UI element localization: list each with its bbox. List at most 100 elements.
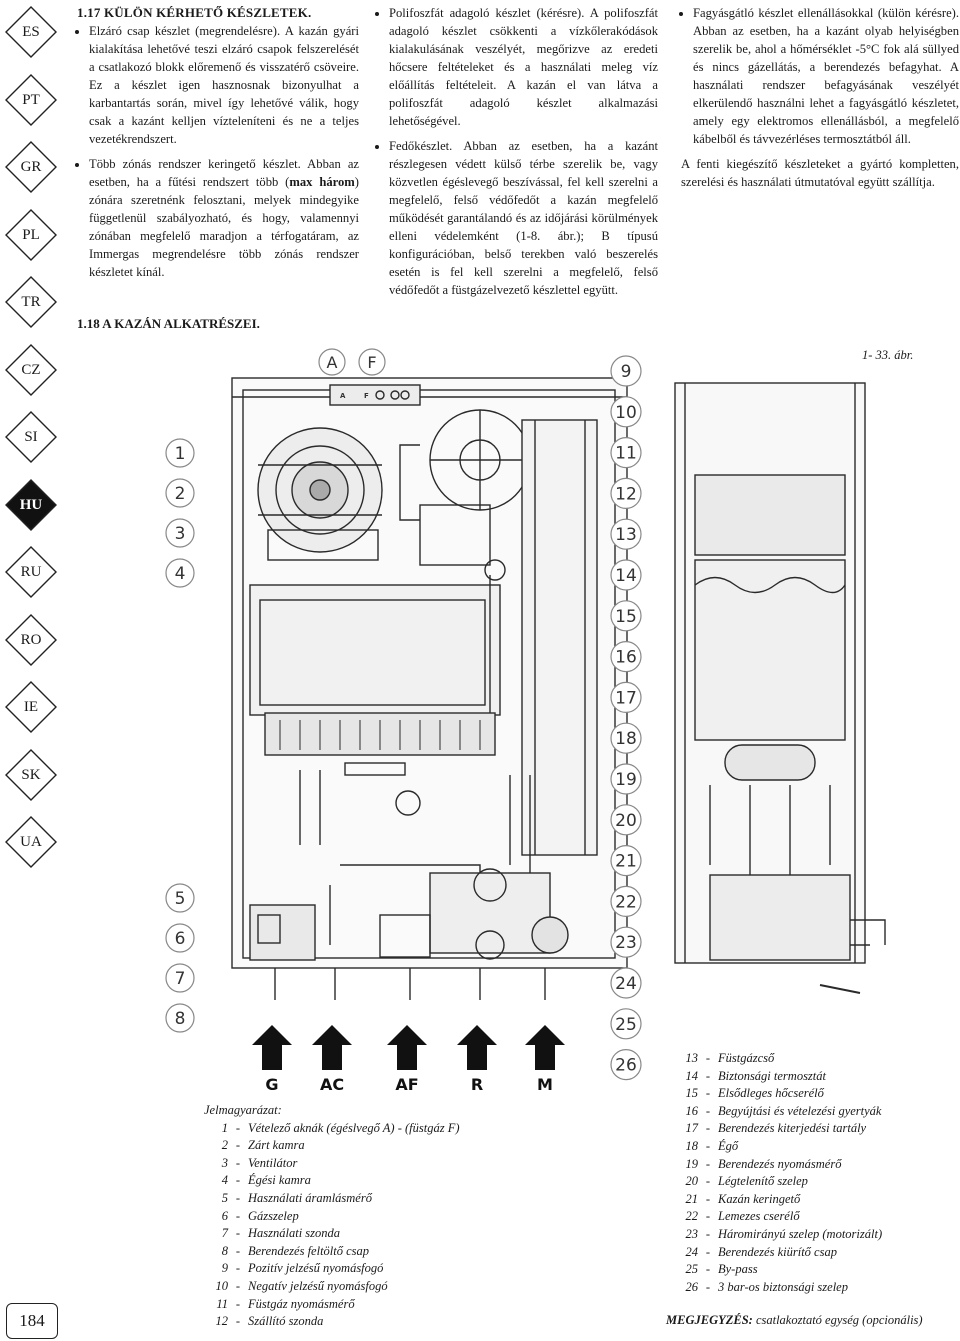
callout-15: 15	[615, 607, 637, 627]
legend-item: 26-3 bar-os biztonsági szelep	[685, 1279, 848, 1294]
callout-1: 1	[175, 444, 186, 464]
callout-20-circle	[610, 804, 642, 836]
legend-item: 2-Zárt kamra	[221, 1138, 305, 1153]
legend-item: 23-Háromirányú szelep (motorizált)	[685, 1226, 883, 1241]
legend-item: 1-Vételező aknák (égéslvegő A) - (füstgá…	[221, 1120, 460, 1135]
callout-23-circle	[610, 926, 642, 958]
callout-11-circle	[610, 436, 642, 469]
legend-item: 22-Lemezes cserélő	[685, 1209, 800, 1224]
callout-letter-A: A	[327, 353, 338, 372]
legend-item: 11-Füstgáz nyomásmérő	[216, 1296, 355, 1311]
language-tab-si[interactable]: SI	[4, 410, 58, 464]
legend-item: 15-Elsődleges hőcserélő	[685, 1086, 824, 1101]
callout-5-circle	[165, 883, 195, 913]
language-tabs: ES PT GR PL TR CZ SI HU RU RO IE SK UA	[0, 0, 62, 1341]
callout-7-circle	[165, 963, 195, 993]
column-3: Fagyásgátló készlet ellenállásokkal (kül…	[681, 4, 959, 195]
plate-letter: A	[340, 392, 346, 400]
legend-left: Jelmagyarázat: 1-Vételező aknák (égéslve…	[204, 1102, 460, 1331]
connection-label-af: AF	[395, 1075, 418, 1094]
legend-item: 5-Használati áramlásmérő	[221, 1190, 372, 1205]
language-tab-label: SI	[24, 429, 38, 445]
language-tab-es[interactable]: ES	[4, 5, 58, 59]
callout-21-circle	[610, 844, 642, 877]
callout-14: 14	[615, 566, 637, 586]
callout-25-circle	[610, 1008, 642, 1040]
legend-item: 24-Berendezés kiürítő csap	[685, 1244, 837, 1259]
legend-item: 6-Gázszelep	[221, 1208, 299, 1223]
connection-label-ac: AC	[320, 1075, 344, 1094]
callout-6-circle	[165, 923, 195, 953]
callout-19-circle	[610, 763, 642, 795]
figure-label: 1- 33. ábr.	[862, 348, 914, 362]
callout-4: 4	[175, 564, 186, 584]
language-tab-hu[interactable]: HU	[4, 478, 58, 532]
language-tab-label: PL	[22, 226, 40, 243]
language-tab-label: SK	[21, 766, 41, 783]
callout-1-circle	[165, 438, 195, 468]
language-tab-label: HU	[19, 496, 43, 513]
legend-item: 19-Berendezés nyomásmérő	[685, 1156, 842, 1171]
legend-item: 12-Szállító szonda	[215, 1314, 324, 1329]
callout-24-circle	[610, 967, 642, 999]
language-tab-sk[interactable]: SK	[4, 748, 58, 802]
language-tab-tr[interactable]: TR	[4, 275, 58, 329]
legend-item: 7-Használati szonda	[221, 1226, 341, 1241]
connection-label-m: M	[537, 1075, 553, 1094]
language-tab-gr[interactable]: GR	[4, 140, 58, 194]
language-tab-label: IE	[23, 699, 39, 715]
callout-9: 9	[621, 362, 632, 382]
callout-7: 7	[175, 969, 186, 989]
callout-14-circle	[610, 559, 642, 591]
connection-label-g: G	[265, 1075, 278, 1094]
callout-letter-F-circle	[358, 348, 386, 376]
callout-18-circle	[610, 722, 642, 754]
language-tab-ru[interactable]: RU	[4, 545, 58, 599]
language-tab-cz[interactable]: CZ	[4, 343, 58, 397]
legend-item: 4-Égési kamra	[221, 1173, 311, 1188]
legend-item: 21-Kazán keringető	[685, 1191, 801, 1206]
legend-item: 16-Begyújtási és vételezési gyertyák	[685, 1103, 882, 1118]
language-tab-pl[interactable]: PL	[4, 208, 58, 262]
language-tab-label: RO	[20, 631, 42, 648]
page-number: 184	[6, 1303, 58, 1339]
callout-18: 18	[615, 729, 637, 749]
connection-label-r: R	[471, 1075, 483, 1094]
bullet-shutoff-kit: Elzáró csap készlet (megrendelésre). A k…	[89, 22, 359, 148]
callout-2-circle	[165, 478, 195, 508]
language-tab-label: UA	[20, 834, 42, 850]
callout-21: 21	[615, 852, 637, 872]
legend-title: Jelmagyarázat:	[204, 1103, 282, 1117]
legend-item: 3-Ventilátor	[221, 1155, 298, 1170]
callout-26-circle	[610, 1048, 642, 1081]
callout-24: 24	[615, 974, 637, 994]
legend-item: 9-Pozitív jelzésű nyomásfogó	[221, 1261, 384, 1276]
legend-item: 10-Negatív jelzésű nyomásfogó	[215, 1278, 388, 1293]
section-heading-118: 1.18 A KAZÁN ALKATRÉSZEI.	[77, 316, 260, 331]
callout-12-circle	[610, 477, 642, 509]
callout-26: 26	[615, 1056, 637, 1076]
bullet-polyphosphate-kit: Polifoszfát adagoló készlet (kérésre). A…	[389, 4, 658, 130]
callout-19: 19	[615, 770, 637, 790]
plate-letter: F	[364, 392, 369, 400]
language-tab-ro[interactable]: RO	[4, 613, 58, 667]
callout-16: 16	[615, 648, 637, 668]
callout-10: 10	[615, 403, 637, 423]
callout-22: 22	[615, 892, 637, 912]
callout-letter-F: F	[367, 353, 376, 372]
language-tab-label: GR	[20, 159, 42, 175]
callout-letter-A-circle	[318, 348, 346, 376]
language-tab-ie[interactable]: IE	[4, 680, 58, 734]
callout-8: 8	[175, 1009, 186, 1029]
legend-item: 18-Égő	[685, 1138, 739, 1153]
language-tab-pt[interactable]: PT	[4, 73, 58, 127]
callout-13: 13	[615, 525, 637, 545]
callout-3-circle	[165, 518, 195, 548]
language-tab-ua[interactable]: UA	[4, 815, 58, 869]
language-tab-label: PT	[22, 91, 40, 108]
callout-11: 11	[615, 444, 637, 464]
callout-2: 2	[175, 484, 186, 504]
callout-5: 5	[175, 889, 186, 909]
